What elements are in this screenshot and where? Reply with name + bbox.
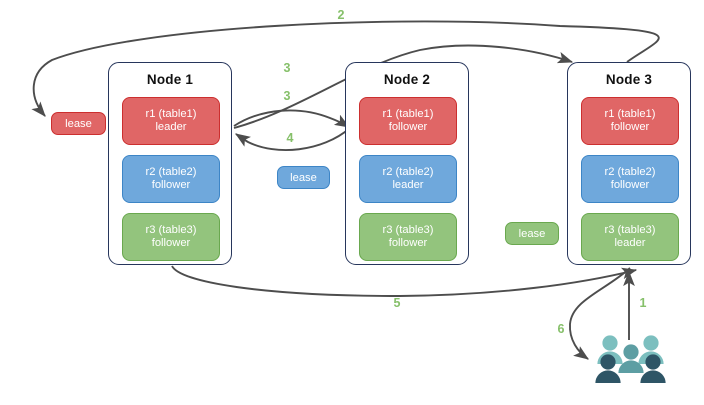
replica-node2-r3[interactable]: r3 (table3) follower <box>359 213 457 261</box>
replica-node2-r1[interactable]: r1 (table1) follower <box>359 97 457 145</box>
arrow-step-6 <box>569 267 631 360</box>
arrow-step-5 <box>171 265 638 297</box>
arrow-step-4 <box>235 127 351 151</box>
replica-name: r2 (table2) <box>604 165 656 178</box>
replica-name: r1 (table1) <box>604 107 656 120</box>
replica-role: leader <box>392 179 424 191</box>
replica-node3-r1[interactable]: r1 (table1) follower <box>581 97 679 145</box>
users-icon <box>595 335 666 383</box>
replica-role: follower <box>388 121 428 133</box>
replica-node3-r3[interactable]: r3 (table3) leader <box>581 213 679 261</box>
replica-role: leader <box>614 237 646 249</box>
replica-name: r1 (table1) <box>145 107 197 120</box>
node-container-2: Node 2 r1 (table1) follower r2 (table2) … <box>345 62 469 265</box>
step-label-4: 4 <box>286 131 294 145</box>
replica-role: leader <box>155 121 187 133</box>
step-label-3a: 3 <box>283 61 291 75</box>
replica-name: r3 (table3) <box>382 223 434 236</box>
replica-name: r3 (table3) <box>145 223 197 236</box>
replica-role: follower <box>151 237 191 249</box>
step-label-3b: 3 <box>283 89 291 103</box>
step-label-2: 2 <box>337 8 345 22</box>
arrow-step-2 <box>31 20 660 117</box>
node-container-1: Node 1 r1 (table1) leader r2 (table2) fo… <box>108 62 232 265</box>
replica-name: r2 (table2) <box>382 165 434 178</box>
replica-name: r1 (table1) <box>382 107 434 120</box>
node-title-2: Node 2 <box>383 72 431 87</box>
replica-node1-r2[interactable]: r2 (table2) follower <box>122 155 220 203</box>
lease-badge-r3[interactable]: lease <box>505 222 559 245</box>
step-label-5: 5 <box>393 296 401 310</box>
node-title-3: Node 3 <box>605 72 653 87</box>
node-container-3: Node 3 r1 (table1) follower r2 (table2) … <box>567 62 691 265</box>
arrow-step-3a <box>233 44 574 129</box>
step-label-1-users: 6 <box>557 322 565 336</box>
replica-role: follower <box>388 237 428 249</box>
replica-node2-r2[interactable]: r2 (table2) leader <box>359 155 457 203</box>
replica-role: follower <box>151 179 191 191</box>
replica-node1-r1[interactable]: r1 (table1) leader <box>122 97 220 145</box>
replica-role: follower <box>610 179 650 191</box>
replica-name: r3 (table3) <box>604 223 656 236</box>
replica-node3-r2[interactable]: r2 (table2) follower <box>581 155 679 203</box>
lease-badge-r1[interactable]: lease <box>51 112 106 135</box>
arrow-step-3b <box>233 109 350 128</box>
replica-role: follower <box>610 121 650 133</box>
step-label-1: 1 <box>639 296 647 310</box>
lease-badge-r2[interactable]: lease <box>277 166 330 189</box>
node-title-1: Node 1 <box>146 72 194 87</box>
replica-name: r2 (table2) <box>145 165 197 178</box>
replica-node1-r3[interactable]: r3 (table3) follower <box>122 213 220 261</box>
